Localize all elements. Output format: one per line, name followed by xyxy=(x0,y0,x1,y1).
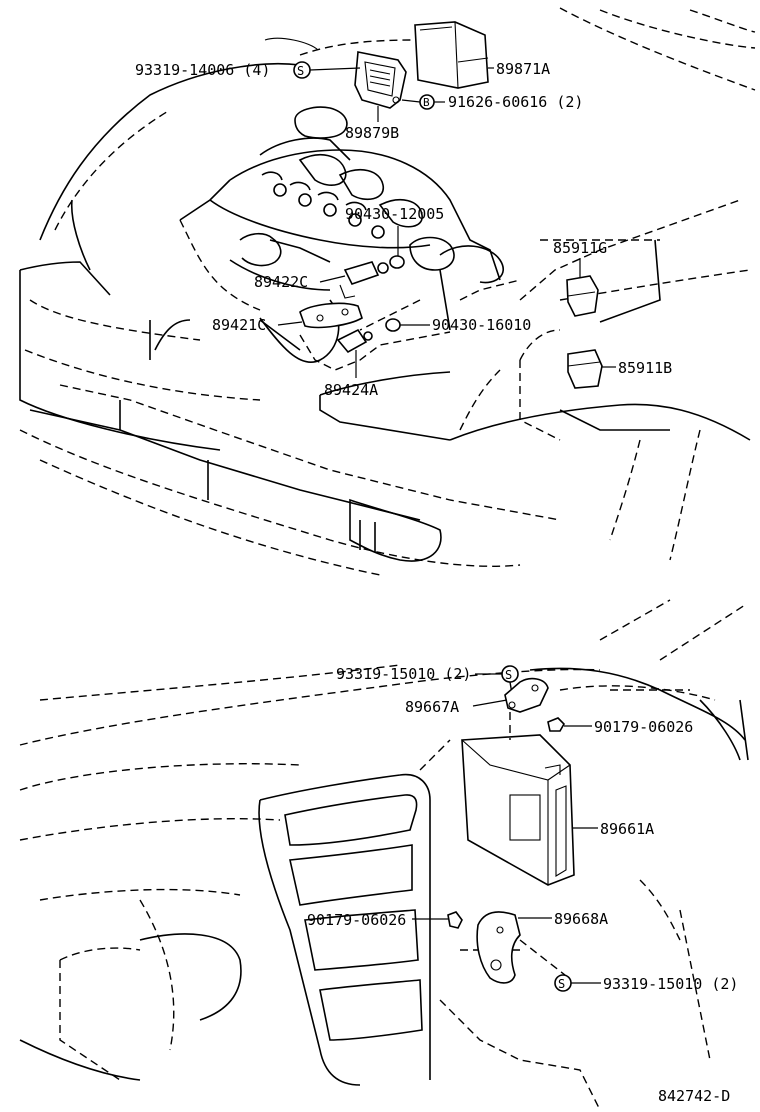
callout-label: 85911G xyxy=(553,239,607,257)
callout-label: 89661A xyxy=(600,820,654,838)
callout-label: 89879B xyxy=(345,124,399,142)
callout-91626-60616: B 91626-60616 (2) xyxy=(401,93,583,111)
callout-90179-06026-right: 90179-06026 xyxy=(564,718,693,736)
engine-bay-illustration xyxy=(19,7,756,576)
callout-90430-12005: 90430-12005 xyxy=(345,205,444,256)
callout-label: 93319-15010 (2) xyxy=(336,665,471,683)
callout-89661A: 89661A xyxy=(572,820,654,838)
callout-label: 89668A xyxy=(554,910,608,928)
callout-93319-15010-top: 93319-15010 (2) S xyxy=(336,665,519,695)
callout-label: 89871A xyxy=(496,60,550,78)
callout-label: 91626-60616 (2) xyxy=(448,93,583,111)
symbol-letter: S xyxy=(297,64,304,78)
callout-label: 93319-15010 (2) xyxy=(603,975,738,993)
callout-label: 90430-16010 xyxy=(432,316,531,334)
callout-label: 90179-06026 xyxy=(307,911,406,929)
callout-90179-06026-left: 90179-06026 xyxy=(307,911,448,929)
callout-label: 85911B xyxy=(618,359,672,377)
callout-89421C: 89421C xyxy=(212,316,303,334)
callout-89879B: 89879B xyxy=(345,106,399,142)
callout-label: 93319-14006 (4) xyxy=(135,61,270,79)
callout-93319-14006: 93319-14006 (4) S xyxy=(135,61,361,79)
callout-89422C: 89422C xyxy=(254,273,346,291)
callout-label: 89667A xyxy=(405,698,459,716)
callout-label: 89422C xyxy=(254,273,308,291)
dashboard-illustration xyxy=(19,599,749,1111)
dashboard-callouts: 93319-15010 (2) S 89667A 90179-06026 896… xyxy=(307,665,738,993)
callout-93319-15010-bottom: S 93319-15010 (2) xyxy=(554,974,738,993)
callout-label: 89424A xyxy=(324,381,378,399)
callout-label: 89421C xyxy=(212,316,266,334)
callout-label: 90179-06026 xyxy=(594,718,693,736)
figure-code: 842742-D xyxy=(658,1087,730,1105)
callout-89668A: 89668A xyxy=(518,910,608,928)
symbol-letter: S xyxy=(505,668,512,682)
callout-89667A: 89667A xyxy=(405,698,508,716)
symbol-letter: B xyxy=(423,96,430,109)
callout-90430-16010: 90430-16010 xyxy=(400,316,531,334)
callout-85911G: 85911G xyxy=(553,239,607,278)
callout-89871A: 89871A xyxy=(488,60,550,78)
callout-89424A: 89424A xyxy=(324,350,378,399)
engine-bay-callouts: 93319-14006 (4) S 89871A B 91626-60616 (… xyxy=(135,60,672,399)
callout-label: 90430-12005 xyxy=(345,205,444,223)
symbol-letter: S xyxy=(558,977,565,991)
callout-85911B: 85911B xyxy=(601,359,672,377)
